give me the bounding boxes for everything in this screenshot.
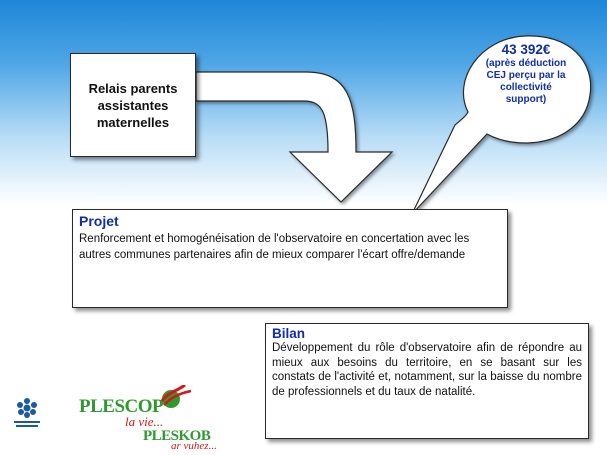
relais-box: Relais parents assistantes maternelles <box>70 53 196 157</box>
bent-arrow <box>195 71 394 203</box>
bilan-text: Développement du rôle d'observatoire afi… <box>272 342 582 398</box>
bilan-title: Bilan <box>272 326 306 341</box>
projet-text: Renforcement et homogénéisation de l'obs… <box>79 233 470 261</box>
plescop-logo: PLESCOP la vie... PLESKOB ar vuhez... <box>79 385 217 451</box>
svg-text:PLESCOP: PLESCOP <box>79 396 164 417</box>
svg-text:ar vuhez...: ar vuhez... <box>171 440 217 451</box>
projet-box: Projet Renforcement et homogénéisation d… <box>72 209 508 308</box>
caf-logo <box>10 393 44 431</box>
bubble-note: (après déduction CEJ perçu par la collec… <box>485 58 567 105</box>
projet-title: Projet <box>79 213 119 229</box>
bubble-amount: 43 392€ <box>501 42 551 57</box>
bilan-box: Bilan Développement du rôle d'observatoi… <box>265 323 589 439</box>
bubble-text: 43 392€ (après déduction CEJ perçu par l… <box>473 42 579 106</box>
svg-text:PLESKOB: PLESKOB <box>143 428 211 444</box>
speech-bubble <box>411 35 592 215</box>
svg-text:la vie...: la vie... <box>125 414 163 429</box>
